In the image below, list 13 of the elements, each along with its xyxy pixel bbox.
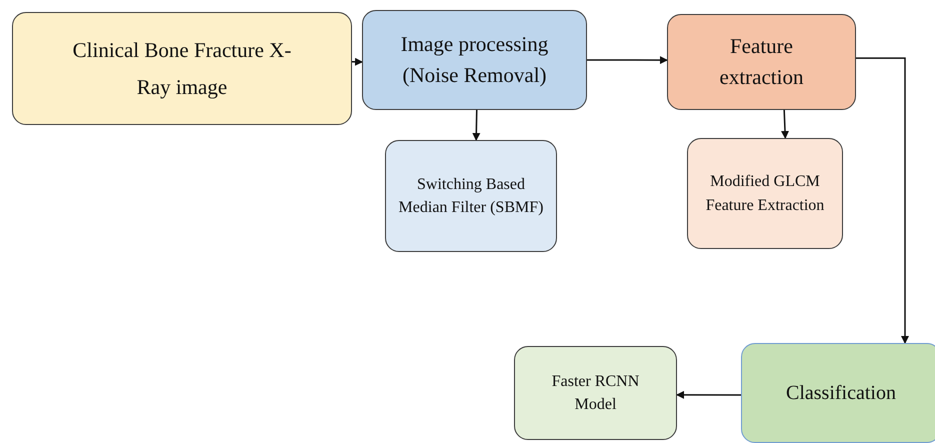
arrow — [781, 110, 789, 139]
method-box: Modified GLCM Feature Extraction — [687, 138, 843, 249]
arrow — [352, 58, 363, 66]
input-box: Clinical Bone Fracture X-Ray image — [12, 12, 352, 125]
method-box: Faster RCNN Model — [514, 346, 677, 440]
process-box: Feature extraction — [667, 14, 856, 110]
arrow — [472, 110, 480, 141]
method-box: Switching Based Median Filter (SBMF) — [385, 140, 557, 252]
process-box: Classification — [741, 343, 935, 443]
arrow — [676, 390, 741, 399]
arrow — [587, 56, 668, 64]
process-box: Image processing (Noise Removal) — [362, 10, 587, 110]
arrow — [856, 57, 909, 344]
